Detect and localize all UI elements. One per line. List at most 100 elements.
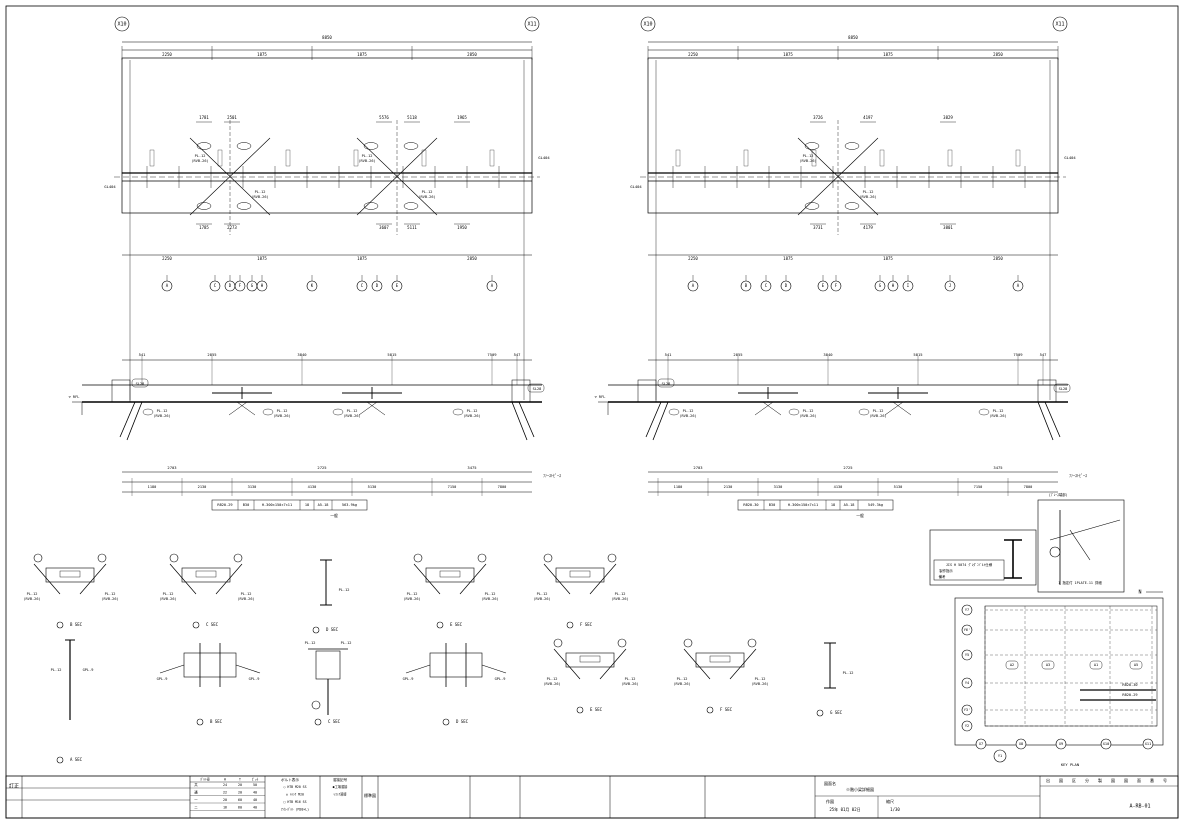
slab-outline <box>121 57 533 174</box>
key-row-label: Y7 <box>965 608 969 612</box>
section-label: D SEC <box>456 719 469 724</box>
section-id-bubble <box>576 706 584 714</box>
key-plan-frame <box>954 597 1164 746</box>
plan-dim-lower: 3607 <box>379 225 389 230</box>
member-table-cell: A5-18 <box>318 503 329 507</box>
section-bubble-label: H <box>892 283 895 288</box>
segment-dim: 1875 <box>783 52 793 57</box>
gusset-brace <box>405 664 431 674</box>
section-label: G SEC <box>830 710 843 715</box>
elev-dim-bottom: 2725 <box>843 465 852 470</box>
member-table-cell: B30 <box>769 503 776 507</box>
elev-callout: (RVB-26) <box>153 414 170 418</box>
plate-callout-oval <box>363 202 379 210</box>
elev-dim-bottom: 3475 <box>467 465 476 470</box>
vertical-label-box <box>811 149 817 167</box>
tb-table-cell: 50 <box>253 783 257 787</box>
section-callout: (RVB-26) <box>101 597 118 601</box>
section-id-bubble <box>196 718 204 726</box>
vertical-label-box <box>489 149 495 167</box>
section-callout: (RVB-26) <box>621 682 638 686</box>
section-bolt-bubble <box>233 553 243 563</box>
elevation-tag: SL28 <box>533 387 542 391</box>
gusset-brace <box>481 664 507 674</box>
section-callout: (RVB-26) <box>751 682 768 686</box>
elev-dim-base: 5130 <box>368 485 377 489</box>
segment-dim-lower: 1875 <box>883 256 893 261</box>
segment-dim: 2850 <box>467 52 477 57</box>
plate-callout-oval <box>804 202 820 210</box>
section-id-bubble <box>706 706 714 714</box>
section-id-bubble <box>312 626 320 634</box>
tb-table-head: T <box>239 778 241 782</box>
elevation-tag-box <box>657 378 675 388</box>
elev-dim-base: 4130 <box>834 485 843 489</box>
section-bubble-label: D <box>376 283 379 288</box>
member-table-cell: 549.3kg <box>868 503 883 507</box>
grid-label-x10-left-bubble <box>114 16 130 32</box>
elev-dim-base: 1180 <box>148 485 157 489</box>
section-label: C SEC <box>206 622 219 627</box>
vertical-label-box <box>353 149 359 167</box>
section-bubble-label: E <box>396 283 399 288</box>
member-table-cell: 18 <box>831 503 835 507</box>
detail-bolt <box>1049 546 1061 558</box>
section-bubble-label: B <box>745 283 748 288</box>
gusset-line <box>754 401 774 416</box>
tb-table-head: ﾋﾟｯﾁ <box>252 777 259 782</box>
grid-label-x10-left: X10 <box>117 22 126 28</box>
key-col-label: X11 <box>1145 742 1152 746</box>
section-brace <box>215 563 243 595</box>
tb-right-head: 図 <box>1059 778 1063 783</box>
section-callout: GPL-9 <box>157 677 168 681</box>
vertical-label-box <box>947 149 953 167</box>
section-callout: PL-12 <box>537 592 548 596</box>
tb-right-head: 分 <box>1085 777 1089 783</box>
elev-brace <box>1037 401 1054 441</box>
plan-dim-upper: 1781 <box>199 115 209 120</box>
section-brace <box>729 648 757 680</box>
key-col-label: X10 <box>1103 742 1110 746</box>
elev-callout: (RVB-26) <box>989 414 1006 418</box>
tb-table-cell: 16 <box>223 806 227 810</box>
key-col-label: X7 <box>979 742 983 746</box>
plan-dim-upper: 3829 <box>943 115 953 120</box>
elev-callout-oval <box>858 408 870 416</box>
elev-brace <box>645 401 662 438</box>
section-callout: PL-12 <box>339 588 350 592</box>
elev-callout-oval <box>142 408 154 416</box>
key-bay-label: A3 <box>1046 663 1050 667</box>
key-col-label: X9 <box>1059 742 1063 746</box>
section-bubble-label: K <box>311 283 314 288</box>
key-tag: RB20-30 <box>1122 683 1137 687</box>
section-brace <box>599 648 627 680</box>
member-table-cell: 18 <box>305 503 309 507</box>
elev-dim-base: 1180 <box>674 485 683 489</box>
elev-dim-top: 5815 <box>913 352 922 357</box>
gusset-line <box>358 401 378 416</box>
vertical-label-box <box>675 149 681 167</box>
section-label: C SEC <box>328 719 341 724</box>
elev-dim-top: 7509 <box>487 352 497 357</box>
section-bubble-label: J <box>949 283 951 288</box>
plate-callout-oval <box>844 202 860 210</box>
section-callout: (RVB-26) <box>403 597 420 601</box>
plate-callout: PL-12 <box>195 154 206 158</box>
section-plate <box>565 652 615 668</box>
rfl-label: ▽ RFL <box>69 395 80 399</box>
tb-table-cell: 60 <box>238 806 242 810</box>
elev-callout: PL-12 <box>993 409 1004 413</box>
section-bubble-label: F <box>239 283 242 288</box>
section-bolt-bubble <box>311 700 321 710</box>
key-col-bubble <box>1015 738 1027 750</box>
section-id-bubble <box>56 621 64 629</box>
section-callout: PL-12 <box>677 677 688 681</box>
detail-brace <box>1049 519 1121 541</box>
key-y-bubble <box>993 749 1007 763</box>
elev-callout: PL-12 <box>347 409 358 413</box>
segment-dim: 2250 <box>162 52 172 57</box>
tb-weld-head: 溶接記号 <box>333 777 348 782</box>
elevation-tag: SL28 <box>662 382 671 386</box>
section-inner-plate <box>195 570 217 578</box>
vertical-label-box <box>743 149 749 167</box>
